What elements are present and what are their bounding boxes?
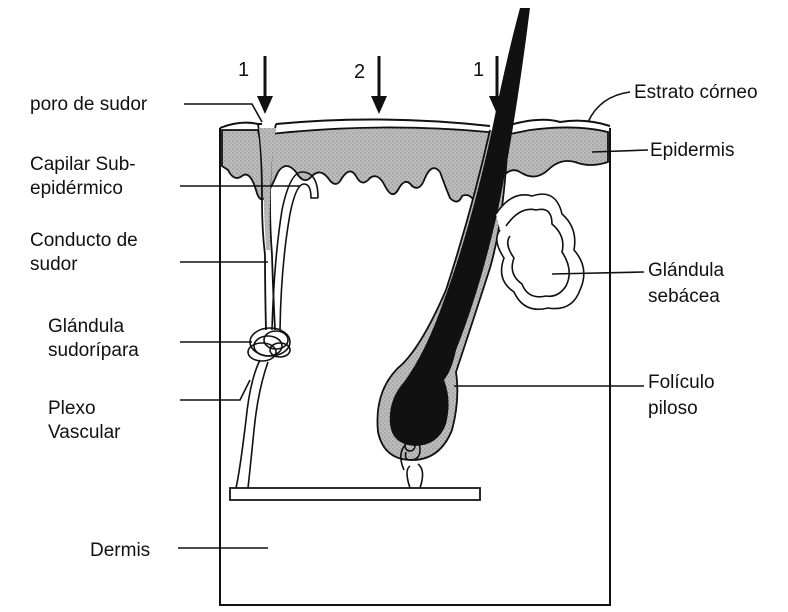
label-epidermis: Epidermis bbox=[650, 140, 734, 161]
label-conducto-line2: sudor bbox=[30, 254, 78, 275]
label-dermis: Dermis bbox=[90, 540, 150, 561]
label-capilar-line1: Capilar Sub- bbox=[30, 154, 136, 175]
leader-estrato bbox=[588, 92, 630, 122]
label-glandula-seb-line2: sebácea bbox=[648, 286, 720, 307]
label-glandula-sud-line1: Glándula bbox=[48, 316, 124, 337]
label-glandula-sud-line2: sudorípara bbox=[48, 340, 139, 361]
subepidermal-capillary bbox=[272, 172, 318, 330]
label-conducto-line1: Conducto de bbox=[30, 230, 138, 251]
arrow-surface bbox=[371, 56, 387, 114]
epidermis-layer bbox=[222, 127, 608, 204]
label-foliculo-line1: Folículo bbox=[648, 372, 715, 393]
vascular-plexus-vessels bbox=[236, 360, 268, 488]
label-poro-de-sudor: poro de sudor bbox=[30, 94, 148, 115]
arrow-number-right: 1 bbox=[473, 59, 484, 81]
sweat-gland-coil bbox=[248, 328, 290, 361]
label-estrato-corneo: Estrato córneo bbox=[634, 82, 758, 103]
label-glandula-seb-line1: Glándula bbox=[648, 260, 724, 281]
horizontal-vessel bbox=[230, 488, 480, 500]
stratum-corneum bbox=[220, 119, 610, 128]
leader-poro bbox=[184, 104, 262, 122]
label-plexo-line1: Plexo bbox=[48, 398, 96, 419]
label-capilar-line2: epidérmico bbox=[30, 178, 123, 199]
arrow-number-middle: 2 bbox=[354, 61, 365, 83]
arrow-pore bbox=[257, 56, 273, 114]
leader-plexo bbox=[180, 380, 250, 400]
arrow-number-left: 1 bbox=[238, 59, 249, 81]
sebaceous-gland bbox=[496, 194, 584, 309]
label-foliculo-line2: piloso bbox=[648, 398, 698, 419]
label-plexo-line2: Vascular bbox=[48, 422, 121, 443]
